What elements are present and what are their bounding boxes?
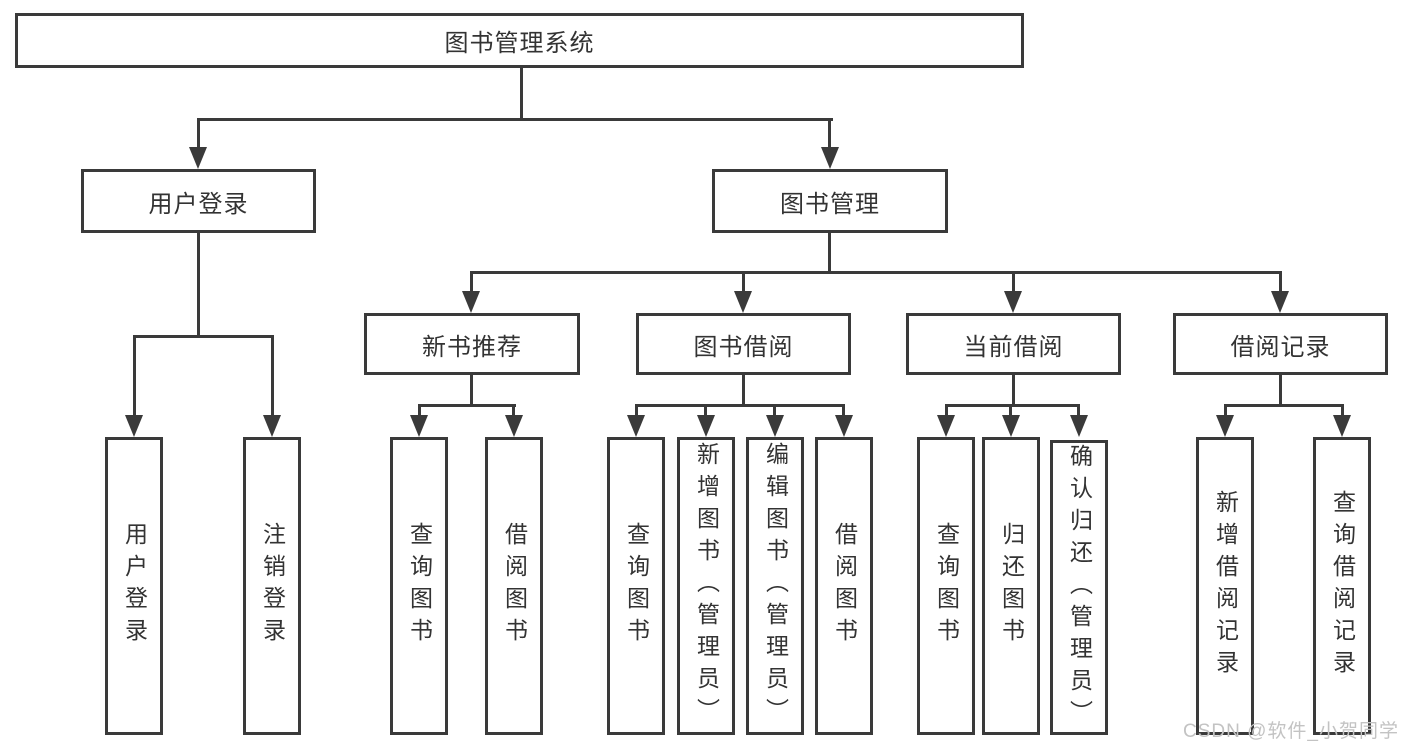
connector-line xyxy=(945,404,948,417)
node-book-management-label: 图书管理 xyxy=(780,190,880,218)
leaf-current-return: 归还图书 xyxy=(982,437,1040,735)
node-book-borrow-label: 图书借阅 xyxy=(693,333,794,361)
arrow-down-icon xyxy=(1070,415,1088,437)
connector-line xyxy=(197,118,833,121)
node-borrow-records-label: 借阅记录 xyxy=(1230,333,1331,361)
leaf-current-query-label: 查询图书 xyxy=(933,522,960,650)
node-new-book-recommend: 新书推荐 xyxy=(364,313,580,375)
leaf-borrow-book: 借阅图书 xyxy=(815,437,873,735)
arrow-down-icon xyxy=(462,291,480,313)
connector-line xyxy=(418,404,516,407)
leaf-borrow-add-admin: 新增图书（管理员） xyxy=(677,437,735,735)
arrow-down-icon xyxy=(410,415,428,437)
leaf-records-add-label: 新增借阅记录 xyxy=(1212,490,1239,682)
connector-line xyxy=(635,404,845,407)
leaf-current-query: 查询图书 xyxy=(917,437,975,735)
arrow-down-icon xyxy=(505,415,523,437)
connector-line xyxy=(635,404,638,417)
leaf-records-add: 新增借阅记录 xyxy=(1196,437,1254,735)
connector-line xyxy=(1279,271,1282,293)
leaf-current-return-label: 归还图书 xyxy=(998,522,1025,650)
leaf-borrow-query-label: 查询图书 xyxy=(623,522,650,650)
arrow-down-icon xyxy=(1333,415,1351,437)
leaf-user-login-label: 用户登录 xyxy=(121,522,148,650)
arrow-down-icon xyxy=(1004,291,1022,313)
connector-line xyxy=(704,404,707,417)
leaf-borrow-edit-admin: 编辑图书（管理员） xyxy=(746,437,804,735)
arrow-down-icon xyxy=(697,415,715,437)
node-current-borrow-label: 当前借阅 xyxy=(963,333,1064,361)
connector-line xyxy=(520,68,523,121)
connector-line xyxy=(828,118,831,150)
connector-line xyxy=(742,271,745,293)
leaf-newbook-query-label: 查询图书 xyxy=(406,522,433,650)
arrow-down-icon xyxy=(627,415,645,437)
leaf-records-query-label: 查询借阅记录 xyxy=(1329,490,1356,682)
node-new-book-recommend-label: 新书推荐 xyxy=(422,333,522,361)
connector-line xyxy=(470,271,473,293)
leaf-records-query: 查询借阅记录 xyxy=(1313,437,1371,735)
connector-line xyxy=(512,404,515,417)
leaf-newbook-query: 查询图书 xyxy=(390,437,448,735)
node-root-label: 图书管理系统 xyxy=(444,30,595,57)
connector-line xyxy=(1224,404,1227,417)
node-borrow-records: 借阅记录 xyxy=(1173,313,1388,375)
connector-line xyxy=(133,335,274,338)
connector-line xyxy=(828,233,831,274)
leaf-borrow-book-label: 借阅图书 xyxy=(831,522,858,650)
connector-line xyxy=(470,271,1282,274)
leaf-current-confirm-admin: 确认归还（管理员） xyxy=(1050,440,1108,735)
connector-line xyxy=(197,233,200,337)
arrow-down-icon xyxy=(1271,291,1289,313)
node-book-borrow: 图书借阅 xyxy=(636,313,851,375)
connector-line xyxy=(470,375,473,406)
node-user-login-label: 用户登录 xyxy=(148,190,249,218)
leaf-user-login: 用户登录 xyxy=(105,437,163,735)
arrow-down-icon xyxy=(1002,415,1020,437)
leaf-newbook-borrow-label: 借阅图书 xyxy=(501,522,528,650)
arrow-down-icon xyxy=(125,415,143,437)
arrow-down-icon xyxy=(937,415,955,437)
node-root: 图书管理系统 xyxy=(15,13,1024,68)
arrow-down-icon xyxy=(189,147,207,169)
connector-line xyxy=(1077,404,1080,417)
leaf-logout-label: 注销登录 xyxy=(259,522,286,650)
arrow-down-icon xyxy=(263,415,281,437)
arrow-down-icon xyxy=(835,415,853,437)
node-user-login: 用户登录 xyxy=(81,169,316,233)
connector-line xyxy=(271,335,274,417)
connector-line xyxy=(842,404,845,417)
leaf-borrow-add-admin-label: 新增图书（管理员） xyxy=(693,442,720,730)
arrow-down-icon xyxy=(734,291,752,313)
connector-line xyxy=(1009,404,1012,417)
connector-line xyxy=(945,404,1080,407)
arrow-down-icon xyxy=(1216,415,1234,437)
connector-line xyxy=(1224,404,1343,407)
arrow-down-icon xyxy=(766,415,784,437)
connector-line xyxy=(773,404,776,417)
connector-line xyxy=(742,375,745,406)
node-book-management: 图书管理 xyxy=(712,169,948,233)
connector-line xyxy=(1012,375,1015,406)
leaf-borrow-edit-admin-label: 编辑图书（管理员） xyxy=(762,442,789,730)
arrow-down-icon xyxy=(821,147,839,169)
leaf-logout: 注销登录 xyxy=(243,437,301,735)
connector-line xyxy=(1012,271,1015,293)
connector-line xyxy=(418,404,421,417)
connector-line xyxy=(1341,404,1344,417)
connector-line xyxy=(133,335,136,417)
leaf-borrow-query: 查询图书 xyxy=(607,437,665,735)
node-current-borrow: 当前借阅 xyxy=(906,313,1121,375)
leaf-current-confirm-admin-label: 确认归还（管理员） xyxy=(1066,443,1093,732)
watermark-text: CSDN @软件_小贺同学 xyxy=(1183,721,1399,742)
connector-line xyxy=(197,118,200,150)
leaf-newbook-borrow: 借阅图书 xyxy=(485,437,543,735)
connector-line xyxy=(1279,375,1282,406)
